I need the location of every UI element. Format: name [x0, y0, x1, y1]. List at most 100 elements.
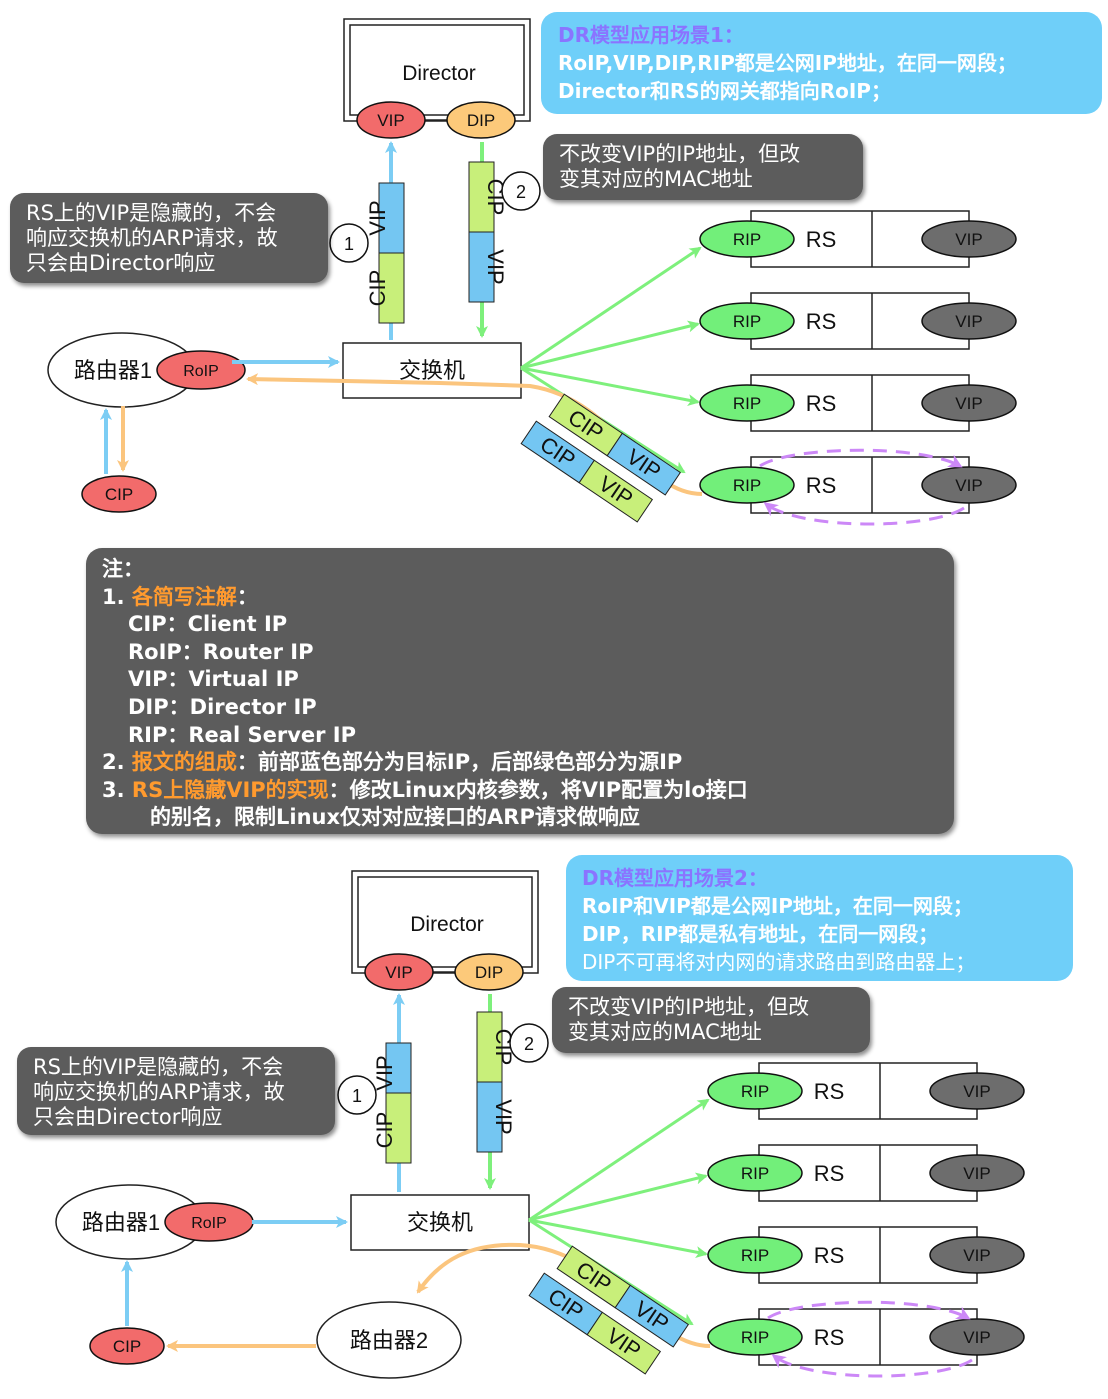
note-item-2: 2. 报文的组成：前部蓝色部分为目标IP，后部绿色部分为源IP [102, 749, 954, 777]
note-num: 2. [102, 750, 132, 775]
router2-node [316, 1301, 462, 1379]
director-node-2: Director VIP DIP [351, 870, 539, 991]
scene2-title: DR模型应用场景2： [582, 866, 768, 890]
director-label-2: Director [410, 913, 484, 936]
note-item-3: 3. RS上隐藏VIP的实现：修改Linux内核参数，将VIP配置为lo接口 [102, 777, 954, 805]
abbrev-cip: CIP：Client IP [128, 612, 288, 637]
svg-text:RIP: RIP [741, 1328, 769, 1347]
svg-text:CIP: CIP [365, 270, 390, 307]
note-text: ：前部蓝色部分为目标IP，后部绿色部分为源IP [236, 750, 683, 775]
scene1-diagram: Director VIP DIP 交换机 路由器1 RoIP CIP [47, 18, 1017, 526]
svg-text:VIP: VIP [372, 1055, 397, 1090]
svg-text:2: 2 [524, 1034, 534, 1054]
dashed-vip-to-rip-2 [771, 1354, 973, 1378]
scene2-line-3: DIP不可再将对内网的请求路由到路由器上； [582, 950, 976, 974]
svg-text:CIP: CIP [113, 1337, 141, 1356]
callout-line: 不改变VIP的IP地址，但改 [568, 995, 810, 1019]
svg-text:VIP: VIP [491, 1099, 516, 1134]
director-vip-port [356, 101, 426, 139]
switch-node [342, 342, 522, 399]
svg-text:RS: RS [806, 473, 837, 498]
callout-line: RS上的VIP是隐藏的，不会 [26, 201, 277, 225]
callout-line: 变其对应的MAC地址 [559, 167, 753, 191]
svg-text:RIP: RIP [741, 1082, 769, 1101]
abbrev-vip: VIP：Virtual IP [128, 667, 299, 692]
svg-text:VIP: VIP [963, 1164, 990, 1183]
svg-text:2: 2 [516, 182, 526, 202]
arrow-switch-to-rs1-2 [528, 1098, 710, 1222]
rs-server-1-2: RIP RS VIP [707, 1062, 1025, 1120]
scene2-line-2: DIP，RIP都是私有地址，在同一网段； [582, 922, 939, 946]
director-node: Director VIP DIP [343, 18, 531, 139]
callout-line: 响应交换机的ARP请求，故 [26, 226, 278, 250]
svg-text:RIP: RIP [733, 312, 761, 331]
director-label: Director [402, 62, 476, 85]
scene2-line-1: RoIP和VIP都是公网IP地址，在同一网段； [582, 894, 973, 918]
scene1-line-1: RoIP,VIP,DIP,RIP都是公网IP地址，在同一网段； [558, 51, 1017, 75]
svg-text:VIP: VIP [385, 963, 412, 982]
mac-change-callout-2: 不改变VIP的IP地址，但改 变其对应的MAC地址 [552, 987, 870, 1053]
scene1-line-2: Director和RS的网关都指向RoIP； [558, 79, 891, 103]
callout-line: 不改变VIP的IP地址，但改 [559, 142, 801, 166]
roip-label: RoIP [183, 363, 219, 380]
packet-client-to-director-2: VIP CIP [372, 1042, 412, 1164]
switch-label: 交换机 [399, 358, 465, 383]
rs-server-2-2: RIP RS VIP [707, 1144, 1025, 1202]
svg-text:路由器1: 路由器1 [82, 1210, 160, 1235]
svg-text:RIP: RIP [733, 230, 761, 249]
abbrev-rip: RIP：Real Server IP [128, 722, 356, 747]
svg-text:VIP: VIP [963, 1246, 990, 1265]
arrow-switch-to-rs3-2 [528, 1218, 708, 1259]
svg-text:RIP: RIP [741, 1246, 769, 1265]
packet-switch-to-rs-2: CIP VIP [556, 1245, 690, 1348]
rs-server-4: RIP RS VIP [699, 456, 1017, 514]
abbrev-dip: DIP：Director IP [128, 694, 317, 719]
callout-line: 变其对应的MAC地址 [568, 1020, 762, 1044]
step1-marker-2 [337, 1075, 377, 1115]
note-num: 1. [102, 584, 132, 609]
router1-roip-port [156, 350, 246, 390]
dashed-rip-to-vip [759, 448, 963, 468]
cip-label: CIP [105, 485, 133, 504]
svg-text:DIP: DIP [475, 963, 503, 982]
svg-text:VIP: VIP [955, 312, 982, 331]
svg-text:VIP: VIP [483, 249, 508, 284]
svg-text:RS: RS [806, 227, 837, 252]
svg-text:RIP: RIP [741, 1164, 769, 1183]
svg-text:CIP: CIP [372, 1112, 397, 1149]
svg-text:RIP: RIP [733, 476, 761, 495]
svg-text:VIP: VIP [955, 476, 982, 495]
svg-text:VIP: VIP [365, 200, 390, 235]
abbrev-roip: RoIP：Router IP [128, 639, 314, 664]
svg-text:RS: RS [806, 309, 837, 334]
rs-server-3: RIP RS VIP [699, 374, 1017, 432]
rs-server-4-2: RIP RS VIP [707, 1308, 1025, 1366]
svg-text:RS: RS [814, 1243, 845, 1268]
scene1-title: DR模型应用场景1： [558, 23, 744, 47]
arrow-switch-to-rs2 [520, 320, 700, 370]
note-colon: ： [236, 584, 258, 609]
svg-text:交换机: 交换机 [407, 1210, 473, 1235]
note-title: 各简写注解 [131, 584, 237, 609]
callout-line: 只会由Director响应 [26, 251, 216, 275]
scene2-info-box: DR模型应用场景2： RoIP和VIP都是公网IP地址，在同一网段； DIP，R… [566, 855, 1073, 981]
director-dip-label: DIP [467, 111, 495, 130]
rs-vip-hidden-callout: RS上的VIP是隐藏的，不会 响应交换机的ARP请求，故 只会由Director… [10, 193, 328, 283]
svg-text:VIP: VIP [955, 394, 982, 413]
switch-node-2 [350, 1194, 530, 1251]
svg-text:1: 1 [344, 234, 354, 254]
packet-director-to-switch-2: CIP VIP [476, 1011, 516, 1153]
notes-panel: 注： 1. 各简写注解： CIP：Client IP RoIP：Router I… [86, 548, 954, 834]
rs-vip-hidden-callout-2: RS上的VIP是隐藏的，不会 响应交换机的ARP请求，故 只会由Director… [17, 1047, 335, 1135]
svg-text:RIP: RIP [733, 394, 761, 413]
director-dip-port-2 [454, 953, 524, 991]
step2-marker [501, 171, 541, 211]
router2-label: 路由器2 [350, 1328, 428, 1353]
cip-node [81, 475, 157, 513]
note-text: ：修改Linux内核参数，将VIP配置为lo接口 [328, 777, 748, 802]
note-item-3-cont: 的别名，限制Linux仅对对应接口的ARP请求做响应 [150, 805, 640, 830]
dashed-vip-to-rip [763, 502, 965, 526]
svg-text:RS: RS [806, 391, 837, 416]
step2-marker-2 [509, 1023, 549, 1063]
note-num: 3. [102, 777, 132, 802]
